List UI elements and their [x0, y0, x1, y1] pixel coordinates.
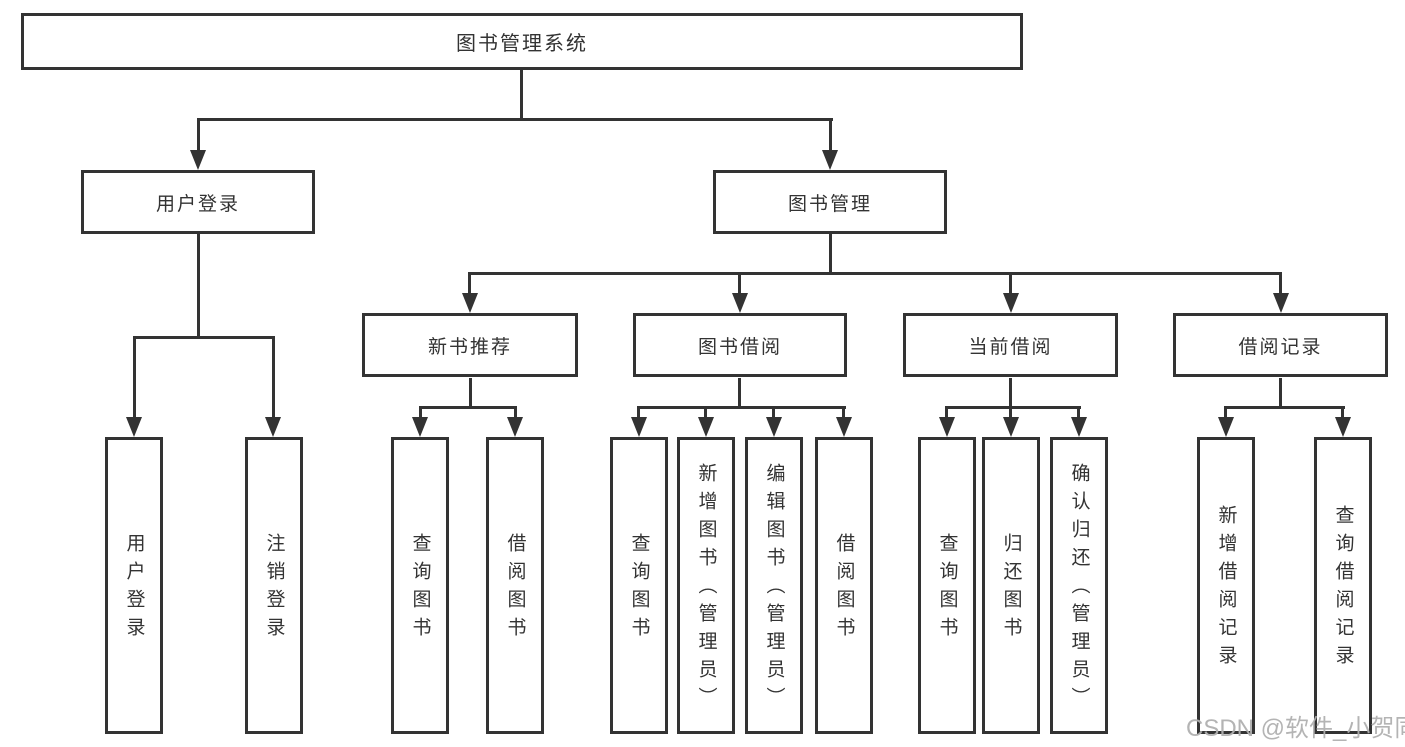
arrowhead — [1003, 417, 1019, 437]
connector — [1279, 378, 1282, 407]
leaf-query-books-current: 查询图书 — [918, 437, 976, 734]
connector — [419, 406, 517, 409]
arrowhead — [507, 417, 523, 437]
node-current-borrowing: 当前借阅 — [903, 313, 1118, 377]
arrowhead — [462, 293, 478, 313]
connector — [1224, 406, 1345, 409]
leaf-query-borrow-record: 查询借阅记录 — [1314, 437, 1372, 734]
arrowhead — [732, 293, 748, 313]
connector — [842, 409, 845, 418]
connector — [738, 378, 741, 407]
connector — [133, 336, 275, 339]
node-new-book-recommend: 新书推荐 — [362, 313, 578, 377]
arrowhead — [265, 417, 281, 437]
connector — [945, 409, 948, 418]
arrowhead — [412, 417, 428, 437]
arrowhead — [126, 417, 142, 437]
connector — [272, 339, 275, 418]
leaf-user-login: 用户登录 — [105, 437, 163, 734]
leaf-return-books: 归还图书 — [982, 437, 1040, 734]
csdn-watermark: CSDN @软件_小贺同学 — [1186, 715, 1405, 742]
leaf-borrow-books-borrowing: 借阅图书 — [815, 437, 873, 734]
connector — [1341, 409, 1344, 418]
connector — [468, 272, 1282, 275]
connector — [1009, 409, 1012, 418]
connector — [133, 339, 136, 418]
connector — [197, 234, 200, 338]
connector — [829, 121, 832, 152]
leaf-add-borrow-record: 新增借阅记录 — [1197, 437, 1255, 734]
connector — [704, 409, 707, 418]
node-borrowing-records: 借阅记录 — [1173, 313, 1388, 377]
connector — [772, 409, 775, 418]
leaf-add-books-admin: 新增图书（管理员） — [677, 437, 735, 734]
arrowhead — [766, 417, 782, 437]
connector — [419, 409, 422, 418]
leaf-query-books-borrowing: 查询图书 — [610, 437, 668, 734]
connector — [197, 121, 200, 152]
connector — [514, 409, 517, 418]
arrowhead — [1071, 417, 1087, 437]
connector — [637, 409, 640, 418]
leaf-logout: 注销登录 — [245, 437, 303, 734]
arrowhead — [1003, 293, 1019, 313]
node-user-login: 用户登录 — [81, 170, 315, 234]
connector — [738, 275, 741, 294]
node-book-borrowing: 图书借阅 — [633, 313, 847, 377]
connector — [1077, 409, 1080, 418]
connector — [197, 118, 833, 121]
connector — [1279, 275, 1282, 294]
connector — [1009, 378, 1012, 407]
arrowhead — [836, 417, 852, 437]
arrowhead — [631, 417, 647, 437]
leaf-query-books-recommend: 查询图书 — [391, 437, 449, 734]
arrowhead — [939, 417, 955, 437]
arrowhead — [190, 150, 206, 170]
leaf-confirm-return-admin: 确认归还（管理员） — [1050, 437, 1108, 734]
leaf-edit-books-admin: 编辑图书（管理员） — [745, 437, 803, 734]
node-book-management: 图书管理 — [713, 170, 947, 234]
connector — [945, 406, 1081, 409]
leaf-borrow-books-recommend: 借阅图书 — [486, 437, 544, 734]
connector — [1009, 275, 1012, 294]
connector — [520, 70, 523, 120]
arrowhead — [1218, 417, 1234, 437]
connector — [469, 378, 472, 407]
connector — [829, 234, 832, 274]
connector — [468, 275, 471, 294]
arrowhead — [698, 417, 714, 437]
arrowhead — [1273, 293, 1289, 313]
node-book-management-system: 图书管理系统 — [21, 13, 1023, 70]
arrowhead — [822, 150, 838, 170]
connector — [637, 406, 846, 409]
connector — [1224, 409, 1227, 418]
arrowhead — [1335, 417, 1351, 437]
